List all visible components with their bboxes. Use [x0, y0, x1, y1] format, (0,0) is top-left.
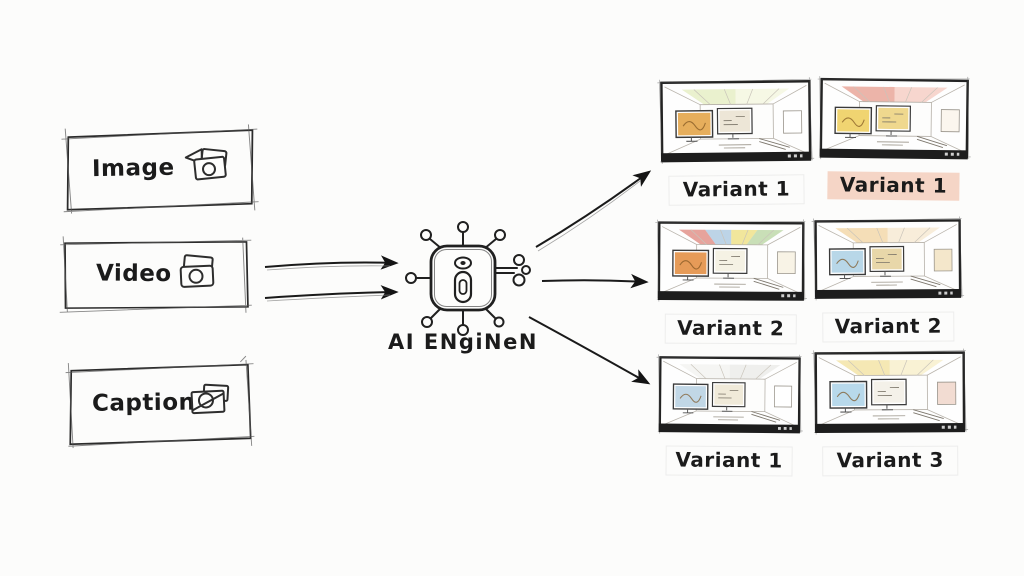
arrow-engine-to-variant-row1 [535, 170, 652, 248]
input-box-image: Image [61, 124, 259, 214]
input-box-caption: Caption [65, 355, 255, 449]
variant-card: Variant 3 [811, 348, 969, 477]
engine-label: AI ENgiNeN [388, 330, 538, 354]
input-label: Image [91, 154, 175, 183]
variant-label: Variant 1 [668, 174, 805, 206]
variant-card: Variant 1 [657, 77, 815, 206]
variant-thumbnail [811, 348, 969, 441]
variant-label: Variant 2 [664, 313, 797, 345]
caption-photo-icon [184, 380, 237, 427]
variant-card: Variant 1 [656, 354, 803, 477]
sketch-border [61, 124, 259, 214]
sketch-border [59, 236, 252, 313]
input-label: Caption [91, 389, 196, 417]
variant-card: Variant 2 [655, 219, 807, 345]
photo-icon [180, 145, 235, 192]
ai-chip-icon [388, 206, 538, 356]
variant-label: Variant 1 [665, 445, 794, 477]
arrow-video-to-engine-1 [264, 255, 399, 270]
variant-label: Variant 2 [822, 311, 955, 343]
arrow-engine-to-variant-row2 [541, 273, 649, 289]
variant-thumbnail [657, 77, 815, 170]
variant-card: Variant 2 [811, 216, 965, 343]
input-label: Video [95, 260, 172, 288]
sketch-border [65, 355, 255, 449]
variant-thumbnail [655, 219, 807, 309]
input-box-video: Video [59, 236, 253, 313]
variant-card: Variant 1 [817, 76, 971, 201]
video-camera-icon [172, 252, 224, 298]
arrow-video-to-engine-2 [264, 285, 399, 300]
variant-thumbnail [656, 354, 803, 440]
variant-thumbnail [817, 76, 971, 167]
variant-label: Variant 3 [822, 445, 959, 477]
variant-label: Variant 1 [827, 171, 960, 201]
variant-thumbnail [811, 216, 965, 306]
